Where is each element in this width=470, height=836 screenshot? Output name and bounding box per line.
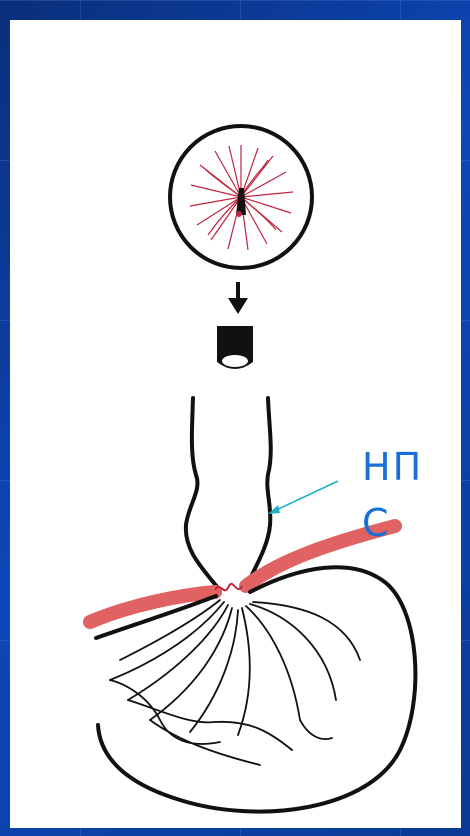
stomach-rugae: [110, 600, 360, 765]
illustration-panel: НП С: [10, 20, 461, 828]
endoscopic-view-circle: [170, 126, 312, 268]
central-dot: [236, 211, 242, 217]
sphincter-cup-icon: [217, 326, 253, 369]
label-pointer-line: [272, 481, 338, 512]
down-arrow-icon: [228, 282, 248, 314]
sphincter-label-line-1: НП: [362, 448, 423, 486]
anatomy-diagram: [10, 20, 461, 828]
sphincter-label-line-2: С: [362, 504, 391, 542]
esophagus-outline: [186, 398, 271, 588]
